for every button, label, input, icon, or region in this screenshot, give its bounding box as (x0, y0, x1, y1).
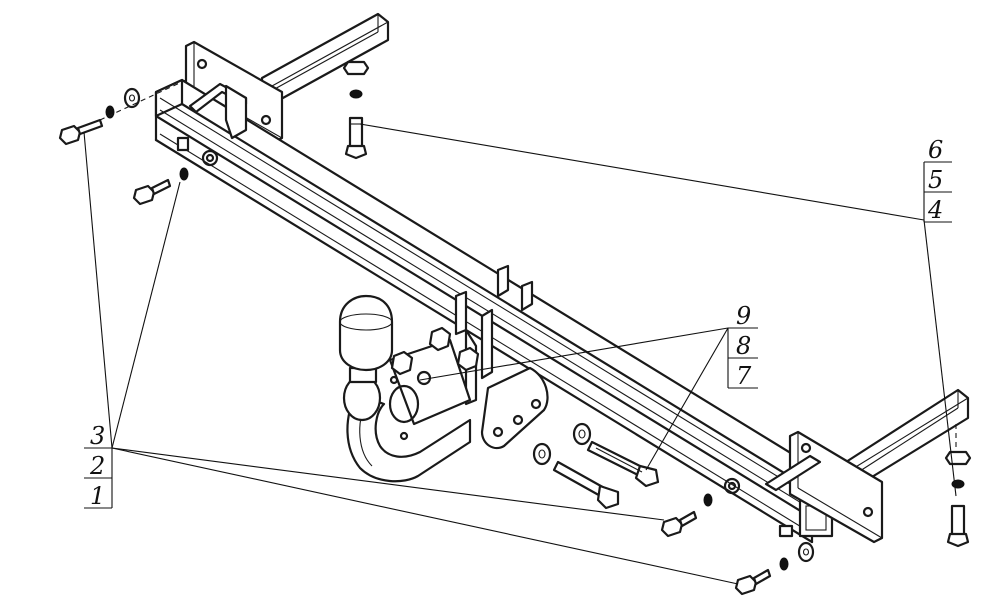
washer-icon (349, 89, 363, 99)
callout-9: 9 (736, 302, 751, 330)
bolt-icon (344, 116, 368, 160)
callout-1: 1 (90, 482, 105, 510)
callout-2: 2 (89, 452, 105, 480)
vertical-bolts (342, 60, 972, 548)
callout-frame-middle (727, 327, 758, 389)
leader-lines (83, 123, 957, 585)
callout-frame-right-top (923, 161, 952, 223)
left-beam-tabs (176, 82, 248, 152)
left-fasteners (58, 79, 189, 206)
long-bolts (532, 422, 660, 510)
bolt-icon (734, 568, 772, 596)
washer-icon (703, 493, 713, 507)
tow-ball (338, 294, 472, 483)
washer-icon (123, 87, 141, 109)
mid-beam-tabs (496, 264, 534, 312)
washer-icon (105, 105, 115, 119)
callout-3: 3 (90, 422, 105, 450)
callout-frame-left (84, 447, 113, 509)
washer-icon (779, 557, 789, 571)
washer-icon (797, 541, 815, 563)
callout-4: 4 (927, 196, 943, 224)
callout-8: 8 (736, 332, 751, 360)
bolt-icon (132, 178, 172, 206)
callout-6: 6 (928, 136, 943, 164)
bolt-icon (552, 460, 620, 510)
callout-5: 5 (928, 166, 943, 194)
bolt-icon (586, 440, 660, 488)
washer-icon (179, 167, 189, 181)
callout-7: 7 (736, 362, 752, 390)
bolt-icon (946, 504, 970, 548)
nut-icon (342, 60, 370, 76)
bolt-icon (660, 510, 698, 538)
nut-icon (944, 450, 972, 466)
washer-icon (532, 422, 592, 466)
right-flange-plate (723, 430, 884, 544)
bolt-icon (58, 118, 104, 146)
right-fasteners (660, 493, 815, 596)
ball-mount-bracket (388, 290, 549, 450)
